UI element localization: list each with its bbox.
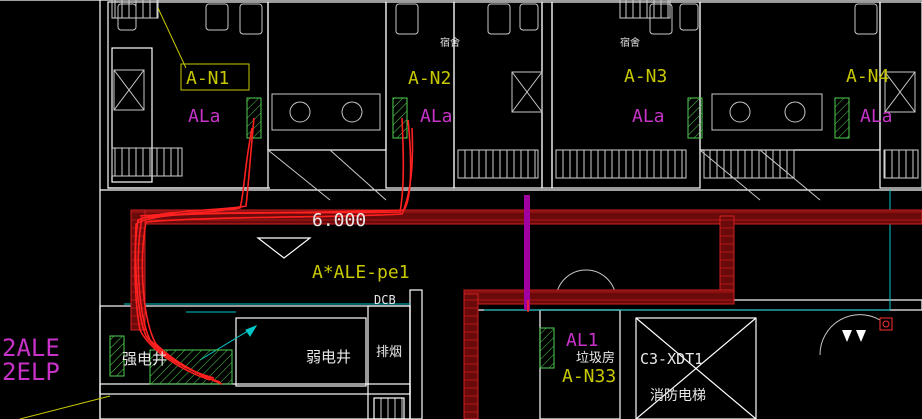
- panels: [109, 97, 850, 385]
- room-an1-box: [180, 63, 250, 91]
- dorm-label-2: 宿舍: [620, 36, 640, 49]
- panel-label-ala-2: ALa: [420, 106, 453, 127]
- cable-tray: [130, 209, 922, 419]
- room-label-an2: A-N2: [408, 68, 451, 89]
- room-label-an33: A-N33: [562, 366, 616, 387]
- cyan-lines: [124, 190, 891, 361]
- room-label-an1: A-N1: [186, 68, 229, 89]
- panel-label-ala-3: ALa: [632, 106, 665, 127]
- leader-line: [157, 7, 187, 69]
- fire-lift-code-label: C3-XDT1: [640, 350, 703, 368]
- weak-shaft-label: 弱电井: [306, 348, 351, 366]
- panel-label-al1: AL1: [566, 330, 599, 351]
- elec-shaft-label: 强电井: [122, 350, 167, 368]
- room-label-an4: A-N4: [846, 66, 889, 87]
- dorm-label-1: 宿舍: [440, 36, 460, 49]
- left-label-2elp: 2ELP: [2, 358, 60, 386]
- panel-label-ala-4: ALa: [860, 106, 893, 127]
- room-label-an3: A-N3: [624, 66, 667, 87]
- bottom-leader-line: [19, 395, 111, 419]
- cable-runs: [134, 117, 529, 385]
- elevation-marker: [256, 237, 312, 259]
- equipment: [113, 3, 916, 201]
- fire-lift-label: 消防电梯: [650, 388, 706, 404]
- left-label-2ale: 2ALE: [2, 334, 60, 362]
- dcb-label: DCB: [374, 293, 396, 307]
- panel-label-ala-1: ALa: [188, 106, 221, 127]
- panel-label-ale-pe1: A*ALE-pe1: [312, 262, 410, 283]
- riser-line: [524, 195, 530, 310]
- garbage-room-label: 垃圾房: [576, 350, 615, 366]
- smoke-exhaust-label: 排烟: [376, 345, 402, 360]
- elevation-label: 6.000: [312, 210, 366, 231]
- window-grills: [111, 0, 919, 179]
